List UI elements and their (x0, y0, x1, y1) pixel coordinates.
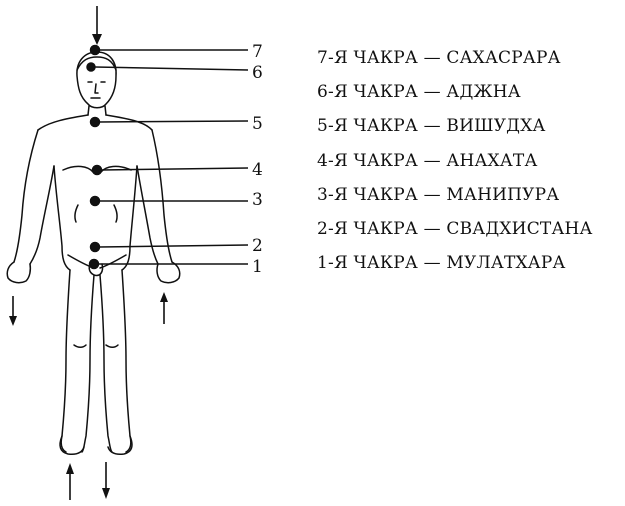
arrow-down-left-hand-icon (9, 296, 17, 326)
left-foot (60, 436, 84, 454)
right-foot (108, 436, 132, 454)
chakra-label-5: 5-Я ЧАКРА — ВИШУДХА (317, 109, 593, 143)
chakra-marker-5 (91, 118, 249, 127)
chakra-numbers: 7 6 5 4 3 2 1 (252, 42, 263, 277)
right-arm-inner (137, 166, 158, 264)
chakra-label-7: 7-Я ЧАКРА — САХАСРАРА (317, 41, 593, 75)
left-hand (7, 262, 30, 283)
left-leg-inner (82, 275, 94, 452)
rib-marks (75, 205, 117, 222)
chakra-marker-7 (91, 46, 249, 55)
chakra-label-2: 2-Я ЧАКРА — СВАДХИСТАНА (317, 212, 593, 246)
chakra-legend: 7-Я ЧАКРА — САХАСРАРА 6-Я ЧАКРА — АДЖНА … (317, 41, 593, 280)
chakra-marker-1 (90, 260, 249, 269)
right-hand (157, 262, 180, 283)
hair-line (77, 57, 116, 70)
chakra-number-6: 6 (252, 63, 263, 83)
arrow-down-right-foot-icon (102, 462, 110, 499)
chakra-number-2: 2 (252, 236, 263, 256)
chakra-number-4: 4 (252, 160, 263, 180)
chakra-markers (87, 46, 248, 269)
right-arm (152, 130, 172, 262)
torso-right (122, 166, 137, 270)
face (88, 82, 105, 98)
chakra-marker-6 (87, 63, 248, 71)
chakra-label-6: 6-Я ЧАКРА — АДЖНА (317, 75, 593, 109)
chakra-number-3: 3 (252, 190, 263, 210)
arrow-up-right-hand-icon (160, 292, 168, 324)
chakra-marker-3 (91, 197, 249, 206)
left-arm (14, 130, 38, 262)
right-leg-inner (100, 275, 112, 452)
chakra-number-7: 7 (252, 42, 263, 62)
energy-arrows (9, 6, 168, 500)
chakra-number-5: 5 (252, 114, 263, 134)
chakra-label-3: 3-Я ЧАКРА — МАНИПУРА (317, 178, 593, 212)
knee-marks (74, 345, 118, 347)
human-figure (7, 52, 179, 454)
right-leg (122, 270, 131, 452)
left-arm-inner (30, 166, 54, 264)
chakra-label-1: 1-Я ЧАКРА — МУЛАТХАРА (317, 246, 593, 280)
chakra-label-4: 4-Я ЧАКРА — АНАХАТА (317, 144, 593, 178)
arrow-up-left-foot-icon (66, 463, 74, 500)
left-leg (61, 270, 70, 452)
arrow-down-crown-icon (92, 6, 102, 45)
chakra-number-1: 1 (252, 257, 263, 277)
